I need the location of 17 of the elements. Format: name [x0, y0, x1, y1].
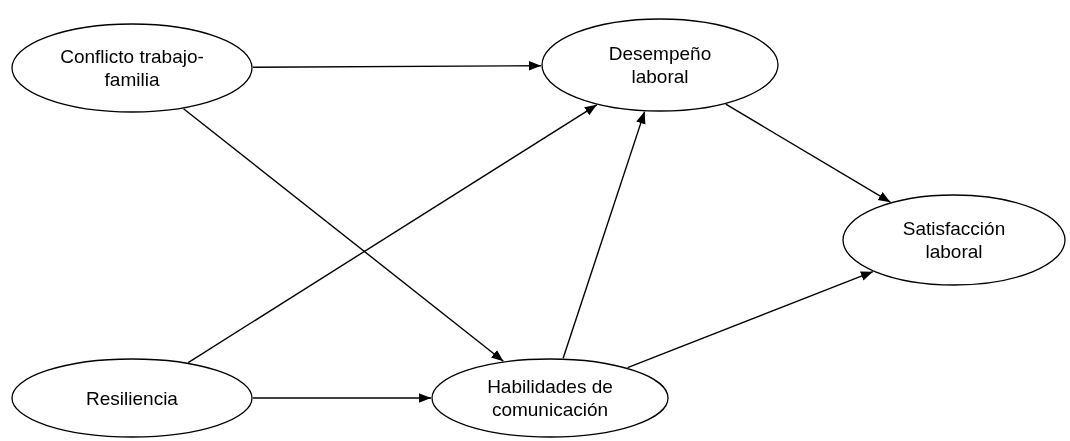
arrow: [182, 108, 505, 362]
node-label: Desempeño laboral: [607, 42, 713, 88]
node-label: Conflicto trabajo-familia: [59, 45, 205, 91]
node-label: Satisfacción laboral: [901, 217, 1007, 263]
ellipse-node: [11, 23, 253, 113]
ellipse-node: [11, 358, 253, 438]
arrow: [562, 110, 646, 359]
ellipse-node: [842, 194, 1066, 286]
arrow: [252, 393, 432, 403]
arrow: [252, 60, 542, 71]
ellipse-node: [431, 358, 669, 438]
arrow: [725, 103, 892, 203]
node-label: Habilidades de comunicación: [486, 375, 614, 421]
arrow: [187, 104, 598, 364]
ellipse-node: [541, 18, 779, 112]
node-label: Resiliencia: [85, 386, 179, 410]
arrow: [626, 271, 874, 369]
